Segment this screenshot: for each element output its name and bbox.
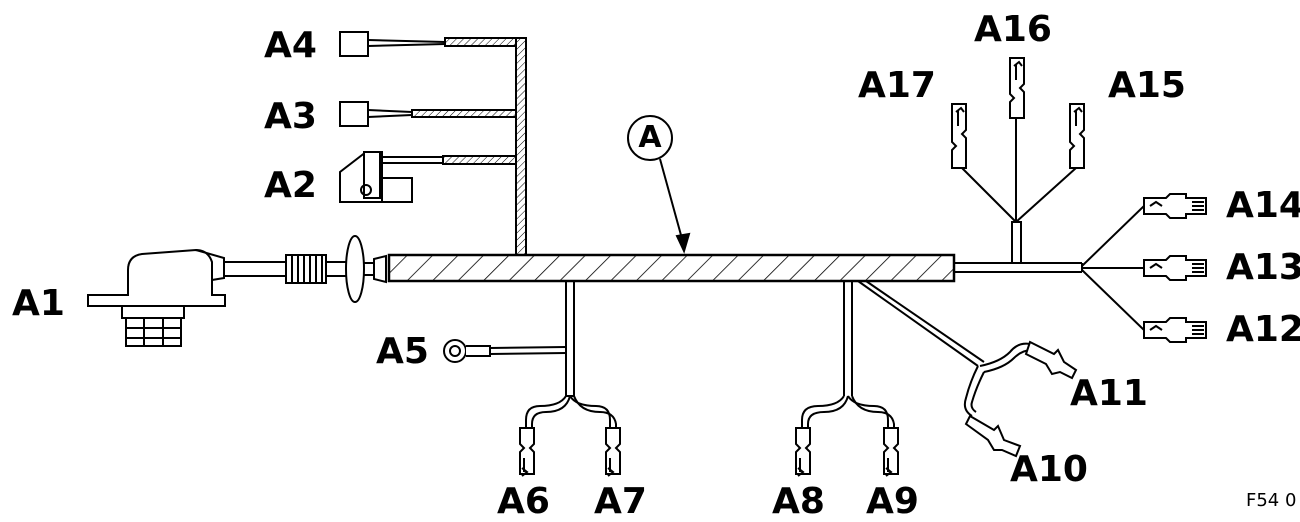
connector-a10 bbox=[964, 414, 1022, 458]
label-a2: A2 bbox=[264, 165, 317, 206]
connector-a4 bbox=[339, 31, 517, 57]
connector-a11 bbox=[1024, 340, 1078, 380]
label-a6: A6 bbox=[497, 481, 550, 522]
label-a1: A1 bbox=[12, 283, 65, 324]
label-a16: A16 bbox=[974, 9, 1052, 50]
connector-a15 bbox=[1069, 103, 1085, 169]
callout-a-label: A bbox=[638, 120, 662, 155]
connector-a6 bbox=[519, 427, 535, 477]
callout-a-arrowhead bbox=[675, 232, 691, 254]
label-a12: A12 bbox=[1226, 309, 1300, 350]
connector-a12 bbox=[1143, 317, 1207, 343]
label-a3: A3 bbox=[264, 96, 317, 137]
connector-a8 bbox=[795, 427, 811, 477]
connector-a2 bbox=[339, 151, 517, 203]
connector-a5 bbox=[443, 339, 567, 363]
branch-a8-a9 bbox=[801, 281, 895, 428]
figure-code: F54 0 bbox=[1246, 490, 1297, 511]
callout-a-circle bbox=[627, 115, 673, 161]
connector-a14 bbox=[1143, 193, 1207, 219]
callout-a-leader bbox=[659, 158, 685, 247]
connector-a3 bbox=[339, 101, 517, 127]
label-a9: A9 bbox=[866, 481, 919, 522]
connector-a9 bbox=[883, 427, 899, 477]
label-a8: A8 bbox=[772, 481, 825, 522]
connector-a17 bbox=[951, 103, 967, 169]
connector-a1 bbox=[87, 248, 226, 347]
branch-a15-a17 bbox=[961, 118, 1077, 264]
label-a15: A15 bbox=[1108, 65, 1186, 106]
branch-a10-a11 bbox=[857, 280, 1033, 417]
label-a14: A14 bbox=[1226, 185, 1300, 226]
connector-a16 bbox=[1009, 57, 1025, 119]
label-a5: A5 bbox=[376, 331, 429, 372]
connector-a7 bbox=[605, 427, 621, 477]
sleeve-a2-a4 bbox=[515, 37, 527, 256]
label-a17: A17 bbox=[858, 65, 936, 106]
label-a4: A4 bbox=[264, 25, 317, 66]
main-cable-a1 bbox=[224, 235, 387, 303]
main-sleeve bbox=[387, 253, 956, 283]
label-a10: A10 bbox=[1010, 449, 1088, 490]
label-a13: A13 bbox=[1226, 247, 1300, 288]
branch-a5-a7 bbox=[525, 281, 617, 428]
label-a7: A7 bbox=[594, 481, 647, 522]
branch-a12-a14 bbox=[1081, 205, 1145, 331]
label-a11: A11 bbox=[1070, 373, 1148, 414]
connector-a13 bbox=[1143, 255, 1207, 281]
trunk-right bbox=[954, 262, 1083, 273]
